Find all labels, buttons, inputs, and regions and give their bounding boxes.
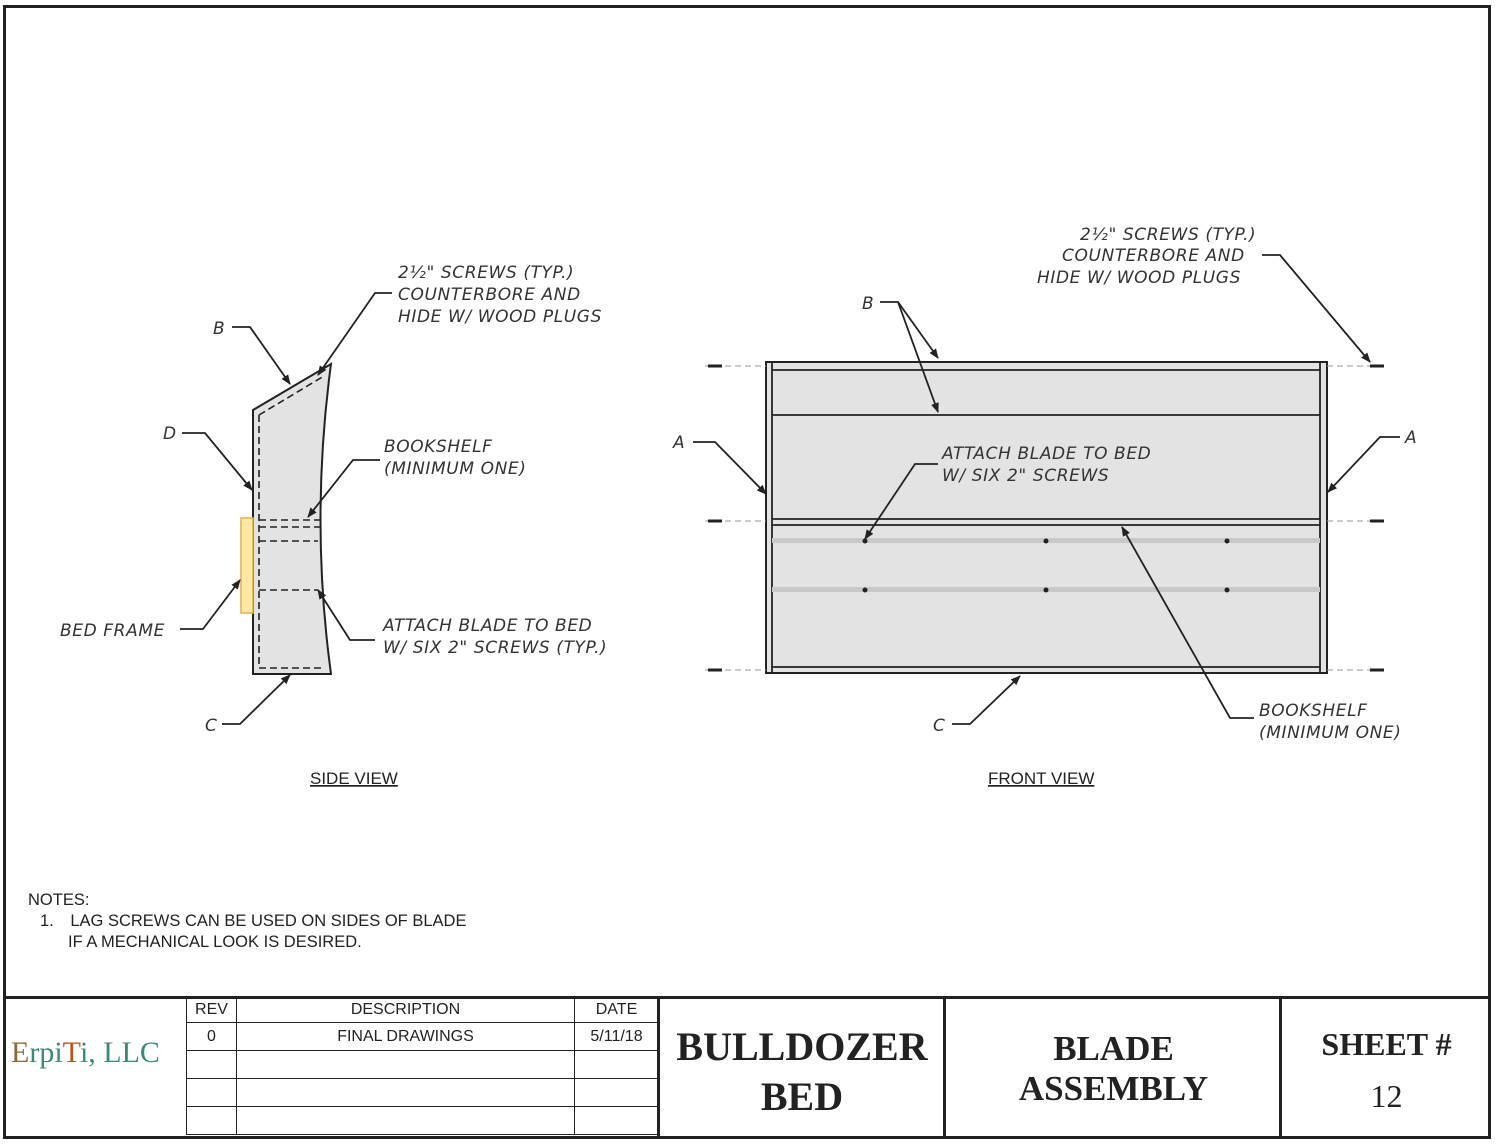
front-leader-screws: [1262, 254, 1371, 363]
front-leader-a-right: [1327, 436, 1400, 493]
side-label-screws-2: COUNTERBORE AND: [398, 285, 581, 305]
side-view-blade-profile: [252, 362, 333, 675]
drawing-title-line-1: BLADE: [1053, 1029, 1174, 1068]
side-leader-attach: [317, 589, 375, 641]
front-label-screws-1: 2½" SCREWS (TYP.): [1080, 225, 1256, 245]
front-leader-b-2: [897, 301, 939, 413]
side-leader-bed-frame: [180, 579, 241, 630]
front-view: B 2½" SCREWS (TYP.) COUNTERBORE AND HIDE…: [672, 225, 1417, 788]
note-number: 1.: [40, 912, 54, 930]
date-header: DATE: [574, 996, 659, 1023]
side-label-b: B: [213, 319, 225, 339]
front-label-b: B: [862, 294, 874, 314]
front-leader-a-left: [693, 441, 767, 495]
table-row: 0 FINAL DRAWINGS 5/11/18: [186, 1022, 659, 1051]
technical-drawing: B 2½" SCREWS (TYP.) COUNTERBORE AND HIDE…: [60, 225, 1417, 788]
front-label-screws-2: COUNTERBORE AND: [1062, 246, 1245, 266]
notes-block: NOTES: 1. LAG SCREWS CAN BE USED ON SIDE…: [28, 890, 466, 953]
divider: [1279, 996, 1282, 1139]
front-label-attach-2: W/ SIX 2" SCREWS: [942, 466, 1109, 486]
revision-table-header: REV DESCRIPTION DATE: [186, 996, 659, 1023]
side-view-hidden-lines: [258, 375, 325, 669]
front-label-c: C: [933, 716, 945, 736]
sheet-number-block: SHEET # 12: [1282, 1018, 1491, 1122]
side-leader-c: [222, 674, 291, 725]
description-cell: FINAL DRAWINGS: [236, 1022, 575, 1051]
date-cell: [574, 1106, 659, 1135]
description-header: DESCRIPTION: [236, 996, 575, 1023]
notes-heading: NOTES:: [28, 891, 90, 909]
side-leader-b: [232, 326, 291, 385]
front-leader-c: [952, 675, 1021, 725]
side-label-screws-1: 2½" SCREWS (TYP.): [398, 263, 574, 283]
front-label-screws-3: HIDE W/ WOOD PLUGS: [1037, 268, 1241, 288]
company-logo: ErpiTi, LLC: [11, 1036, 160, 1070]
description-cell: [236, 1050, 575, 1079]
rev-cell: [186, 1106, 237, 1135]
side-leader-screws: [317, 292, 392, 376]
sheet-label: SHEET #: [1321, 1026, 1452, 1062]
divider: [657, 996, 660, 1139]
side-label-attach-1: ATTACH BLADE TO BED: [382, 616, 592, 636]
project-title-line-2: BED: [760, 1074, 844, 1119]
date-cell: [574, 1078, 659, 1107]
front-view-blade: [765, 361, 1328, 674]
project-title: BULLDOZER BED: [660, 1022, 944, 1122]
side-label-d: D: [163, 424, 177, 444]
project-title-line-1: BULLDOZER: [676, 1024, 928, 1069]
note-item: 1. LAG SCREWS CAN BE USED ON SIDES OF BL…: [28, 911, 466, 932]
side-label-screws-3: HIDE W/ WOOD PLUGS: [398, 307, 602, 327]
side-label-bookshelf-1: BOOKSHELF: [384, 437, 493, 457]
side-label-attach-2: W/ SIX 2" SCREWS (TYP.): [383, 638, 607, 658]
front-label-attach-1: ATTACH BLADE TO BED: [941, 444, 1151, 464]
note-line-1: LAG SCREWS CAN BE USED ON SIDES OF BLADE: [70, 912, 467, 930]
drawing-sheet-border: [3, 5, 1491, 1139]
side-label-c: C: [205, 716, 217, 736]
front-view-title: FRONT VIEW: [988, 769, 1094, 788]
table-row: [186, 1078, 659, 1107]
rev-cell: 0: [186, 1022, 237, 1051]
description-cell: [236, 1078, 575, 1107]
title-block: ErpiTi, LLC REV DESCRIPTION DATE 0 FINAL…: [3, 996, 1491, 1139]
title-block-top-border: [3, 996, 1491, 999]
front-leader-bookshelf: [1121, 526, 1254, 719]
side-view-bed-frame: [240, 517, 254, 614]
note-line-2: IF A MECHANICAL LOOK IS DESIRED.: [68, 933, 362, 951]
date-cell: [574, 1050, 659, 1079]
side-leader-d: [182, 432, 253, 491]
logo-letter-t: T: [62, 1036, 80, 1069]
drawing-title: BLADE ASSEMBLY: [946, 1029, 1281, 1109]
front-screw-heads: [708, 364, 1384, 672]
rev-header: REV: [186, 996, 237, 1023]
description-cell: [236, 1106, 575, 1135]
front-leader-attach: [864, 463, 938, 540]
table-row: [186, 1106, 659, 1135]
revision-table: REV DESCRIPTION DATE 0 FINAL DRAWINGS 5/…: [186, 996, 659, 1135]
front-label-bookshelf-2: (MINIMUM ONE): [1259, 723, 1402, 743]
side-view: B 2½" SCREWS (TYP.) COUNTERBORE AND HIDE…: [60, 263, 607, 788]
side-label-bookshelf-2: (MINIMUM ONE): [384, 459, 527, 479]
front-label-a-right: A: [1404, 428, 1417, 448]
logo-letter-e: E: [11, 1036, 30, 1069]
logo-text-mid: rpi: [29, 1036, 63, 1069]
front-label-bookshelf-1: BOOKSHELF: [1259, 701, 1368, 721]
front-label-a-left: A: [672, 433, 685, 453]
divider: [943, 996, 946, 1139]
side-label-bed-frame: BED FRAME: [60, 621, 165, 641]
drawing-title-line-2: ASSEMBLY: [1018, 1069, 1209, 1108]
rev-cell: [186, 1078, 237, 1107]
rev-cell: [186, 1050, 237, 1079]
logo-text-rest: i, LLC: [79, 1036, 160, 1069]
table-row: [186, 1050, 659, 1079]
side-view-title: SIDE VIEW: [310, 769, 398, 788]
date-cell: 5/11/18: [574, 1022, 659, 1051]
side-leader-bookshelf: [307, 459, 380, 518]
sheet-number: 12: [1370, 1078, 1403, 1114]
